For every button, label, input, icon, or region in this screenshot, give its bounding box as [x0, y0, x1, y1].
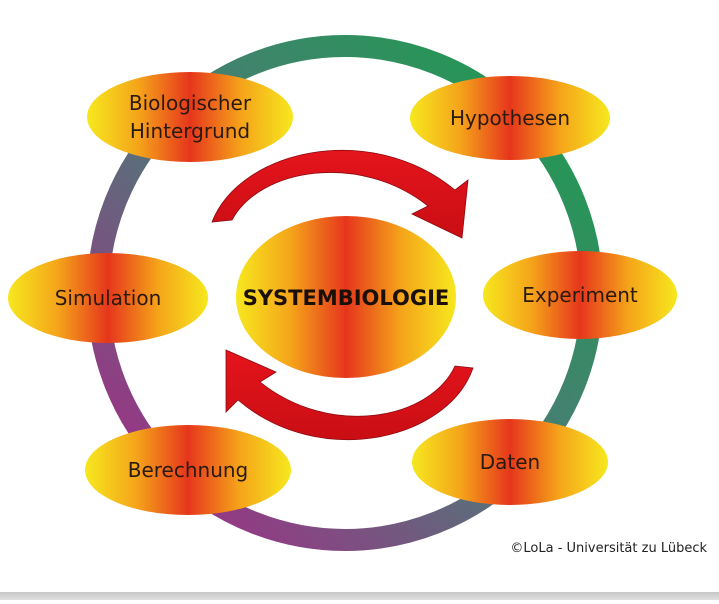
- node-simulation: Simulation: [8, 253, 208, 343]
- node-label-line1: Biologischer: [129, 91, 252, 115]
- node-label: Berechnung: [128, 458, 249, 482]
- node-experiment: Experiment: [483, 251, 677, 339]
- node-label: Experiment: [522, 283, 638, 307]
- center-node: SYSTEMBIOLOGIE: [236, 216, 456, 378]
- cycle-arrow-top: [211, 149, 469, 239]
- node-label: Daten: [480, 450, 540, 474]
- node-label-line2: Hintergrund: [130, 119, 250, 143]
- node-daten: Daten: [412, 419, 608, 505]
- cycle-arrow-bottom: [225, 349, 474, 441]
- node-label: Simulation: [55, 286, 162, 310]
- node-berechnung: Berechnung: [85, 425, 291, 515]
- node-biologischer-hintergrund: Biologischer Hintergrund: [87, 72, 293, 162]
- center-label: SYSTEMBIOLOGIE: [243, 286, 450, 310]
- node-hypothesen: Hypothesen: [410, 76, 610, 160]
- footer-divider: [0, 592, 719, 600]
- copyright-text: ©LoLa - Universität zu Lübeck: [510, 541, 707, 556]
- node-label: Hypothesen: [450, 106, 570, 130]
